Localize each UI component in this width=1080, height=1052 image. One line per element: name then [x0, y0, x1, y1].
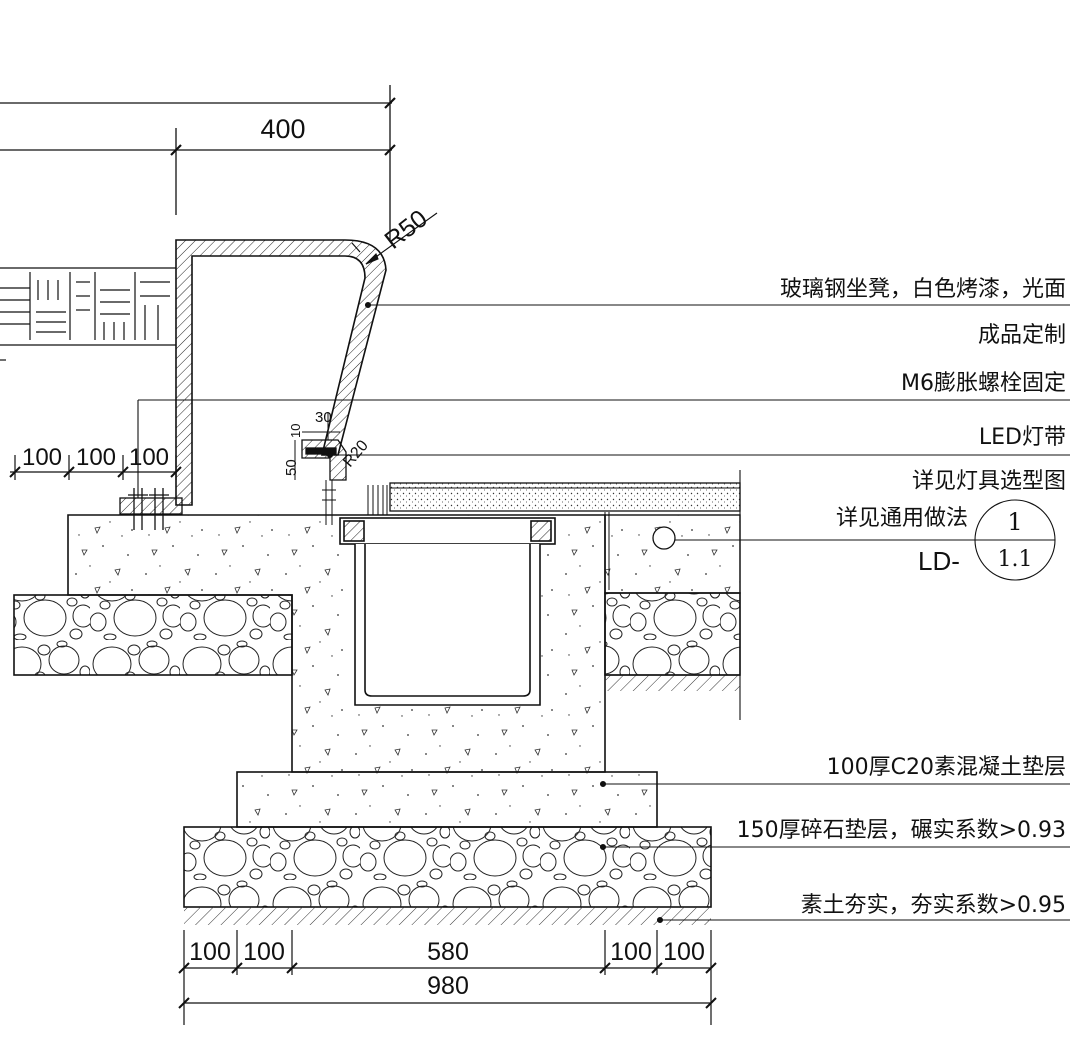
seat-leader: [364, 301, 1070, 309]
dim-10: 10: [288, 424, 303, 438]
r50-leader: [365, 212, 438, 265]
general-leader: [675, 499, 1056, 581]
paving-layer: [367, 482, 741, 515]
ground-bottom: [184, 907, 711, 925]
dim-left-a: 100: [22, 444, 62, 471]
dim-overall: 980: [427, 972, 469, 1000]
label-led-line1: LED灯带: [979, 425, 1066, 450]
ground-right: [605, 675, 740, 691]
led-light-strip: [294, 412, 347, 525]
top-dimension: [0, 85, 396, 240]
dim-left-c: 100: [129, 444, 169, 471]
label-seat-line2: 成品定制: [978, 323, 1066, 348]
led-leader: [326, 451, 1070, 459]
label-seat-line1: 玻璃钢坐凳，白色烤漆，光面: [780, 277, 1066, 302]
soil-leader: [656, 916, 1070, 924]
dim-30: 30: [315, 409, 332, 426]
dim-left-b: 100: [76, 444, 116, 471]
bottom-dimension-row: [178, 930, 717, 1025]
dim-r50: R50: [379, 204, 432, 254]
label-general: 详见通用做法: [836, 506, 968, 531]
dim-bottom-d: 100: [610, 938, 652, 966]
dim-bottom-e: 100: [663, 938, 705, 966]
ref-bottom: 1.1: [998, 547, 1033, 572]
label-led-line2: 详见灯具选型图: [912, 469, 1066, 494]
drain-channel: [339, 517, 556, 706]
gravel-left: [13, 594, 293, 676]
dim-bottom-b: 100: [243, 938, 285, 966]
grp-seat: [175, 239, 387, 506]
label-gravel: 150厚碎石垫层，碾实系数>0.93: [737, 818, 1066, 843]
expansion-joint: [604, 512, 610, 590]
concrete-leader: [599, 780, 1070, 788]
gravel-bottom: [183, 826, 712, 908]
left-dimension-row: [9, 455, 182, 480]
label-soil: 素土夯实，夯实系数>0.95: [801, 893, 1066, 918]
dim-bottom-mid: 580: [427, 938, 469, 966]
dim-50: 50: [283, 459, 300, 476]
ref-top: 1: [1007, 508, 1022, 536]
gravel-right: [604, 592, 741, 676]
dim-400: 400: [260, 114, 305, 144]
ref-prefix: LD-: [918, 546, 960, 576]
dim-bottom-a: 100: [189, 938, 231, 966]
bolt-leader: [137, 399, 1070, 498]
label-concrete: 100厚C20素混凝土垫层: [827, 755, 1066, 780]
gravel-leader: [599, 843, 1070, 851]
label-bolt: M6膨胀螺栓固定: [901, 371, 1066, 396]
left-brick-wall: [0, 267, 176, 361]
